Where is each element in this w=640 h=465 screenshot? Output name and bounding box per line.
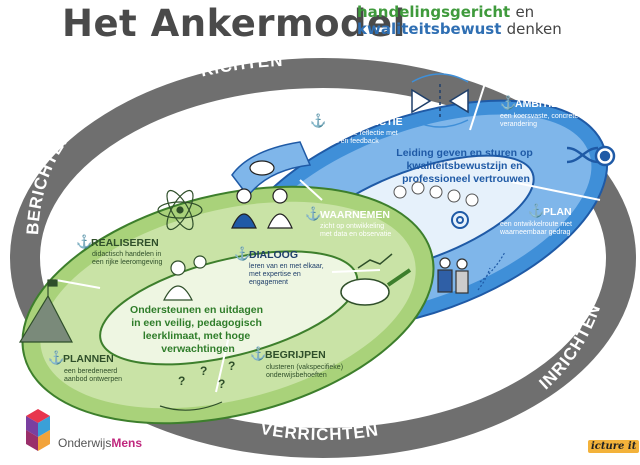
anchor-icon: ⚓ xyxy=(500,95,516,110)
presenter-icon xyxy=(437,257,491,294)
subtitle-tail: denken xyxy=(506,20,562,38)
green-loop-inner xyxy=(99,250,359,366)
subtitle-en: en xyxy=(515,3,535,21)
anchor-icon: ⚓ xyxy=(234,246,250,261)
stage-dialoog: ⚓ DIALOOG leren van en met elkaar,met ex… xyxy=(234,246,324,286)
stage-title: WAARNEMEN xyxy=(320,209,390,221)
hand-questions-icon: ? ? ? ? xyxy=(159,359,235,411)
brand-plain: Onderwijs xyxy=(58,436,112,450)
anchor-icon: ⚓ xyxy=(76,234,92,249)
stage-title: PLAN xyxy=(543,206,572,218)
svg-text:leren van en met elkaar,met ex: leren van en met elkaar,met expertise en… xyxy=(249,263,324,286)
stage-title: PLANNEN xyxy=(63,353,114,365)
svg-text:?: ? xyxy=(178,374,185,388)
stage-title: DIALOOG xyxy=(249,249,298,261)
cycle-arrows-icon xyxy=(411,73,469,128)
gear-icon xyxy=(451,211,469,229)
stage-begrijpen: ⚓ BEGRIJPEN clusteren (vakspecifieke)ond… xyxy=(250,346,343,379)
stage-dividers xyxy=(55,73,601,393)
page-subtitle: handelingsgericht en kwaliteitsbewust de… xyxy=(357,4,562,38)
stage-title: BEGRIJPEN xyxy=(265,349,326,361)
onderwijsmens-logo xyxy=(26,409,50,451)
anchor-icon: ⚓ xyxy=(48,350,64,365)
stage-title: REALISEREN xyxy=(91,237,159,249)
brand-bold: Mens xyxy=(111,436,143,450)
svg-text:?: ? xyxy=(218,377,225,391)
svg-text:?: ? xyxy=(228,359,235,373)
anchor-icon: ⚓ xyxy=(250,346,266,361)
team-people-icon xyxy=(393,181,479,207)
magnifier-chart-icon xyxy=(340,253,412,306)
anchor-icon: ⚓ xyxy=(305,206,321,221)
stage-co-reflectie: ⚓ CO-REFLECTIE collectieve reflectie met… xyxy=(310,113,403,145)
svg-text:?: ? xyxy=(200,364,207,378)
dialog-people-icon xyxy=(231,160,293,229)
bowtie-icon xyxy=(411,84,469,118)
page-title: Het Ankermodel xyxy=(62,2,406,45)
teacher-student-icon xyxy=(163,255,207,301)
stage-title: AMBITIE xyxy=(515,98,558,110)
subtitle-green: handelingsgericht xyxy=(357,3,511,21)
anchor-icon: ⚓ xyxy=(528,203,544,218)
artist-signature: icture it xyxy=(588,440,640,453)
outer-ring xyxy=(10,58,636,458)
ring-label-verrichten: VERRICHTEN xyxy=(259,419,380,444)
subtitle-blue: kwaliteitsbewust xyxy=(357,20,502,38)
blue-center-text: Leiding geven en sturen op kwaliteitsbew… xyxy=(396,147,535,185)
mountain-flag-icon xyxy=(18,279,73,343)
green-center-text: Ondersteunen en uitdagen in een veilig, … xyxy=(130,304,266,355)
svg-text:clusteren (vakspecifieke)onder: clusteren (vakspecifieke)onderwijsbehoef… xyxy=(266,364,343,379)
anchor-icon: ⚓ xyxy=(310,113,326,128)
atom-icon xyxy=(157,189,203,231)
brand-name: OnderwijsMens xyxy=(58,436,142,450)
shuffle-target-icon xyxy=(566,145,616,167)
stage-title: CO-REFLECTIE xyxy=(325,116,403,128)
